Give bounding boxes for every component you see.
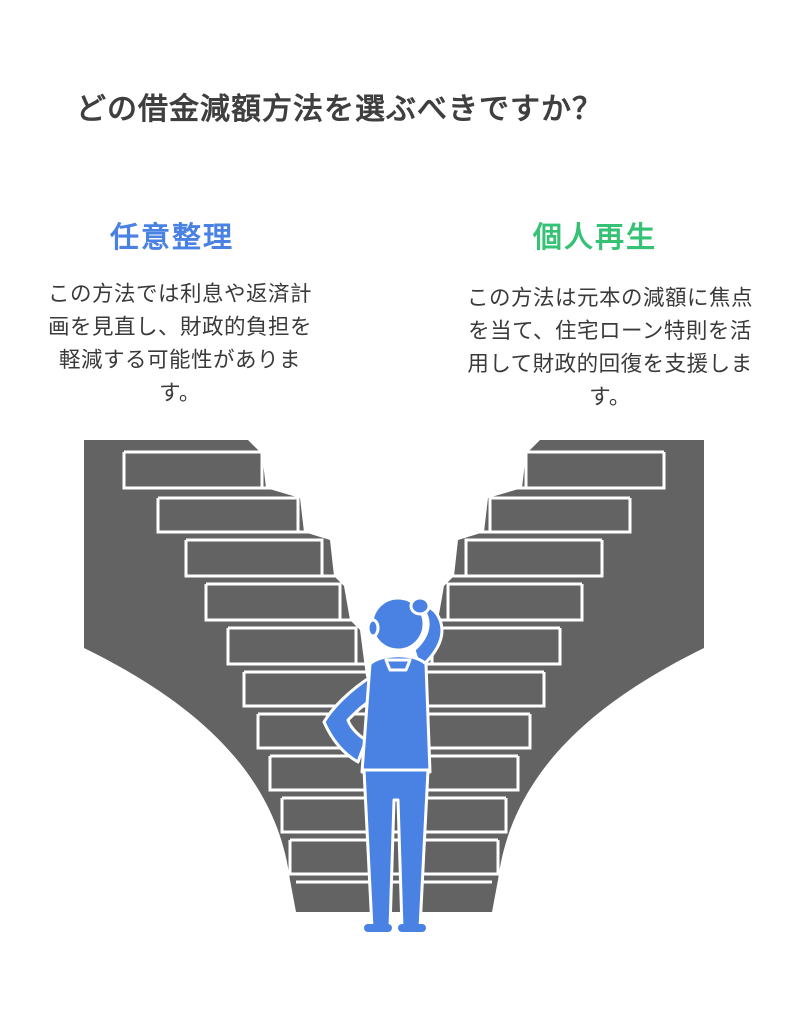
- confused-person-icon: [322, 596, 444, 932]
- page-title: どの借金減額方法を選ぶべきですか？: [76, 92, 603, 127]
- option-heading-voluntary-arrangement: 任意整理: [110, 220, 235, 254]
- option-description-voluntary-arrangement: この方法では利息や返済計画を見直し、財政的負担を軽減する可能性があります。: [47, 282, 312, 406]
- option-heading-personal-rehabilitation: 個人再生: [533, 220, 658, 254]
- option-description-personal-rehabilitation: この方法は元本の減額に焦点を当て、住宅ローン特則を活用して財政的回復を支援します…: [466, 286, 753, 410]
